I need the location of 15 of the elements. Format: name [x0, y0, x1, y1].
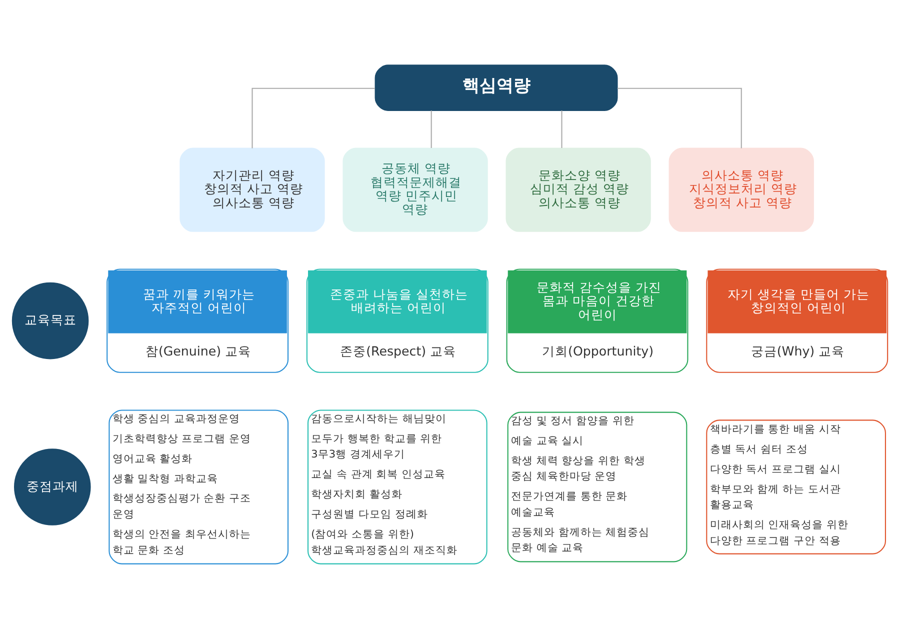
node-box: 학생 중심의 교육과정운영 기초학력향상 프로그램 운영 영어교육 활성화 생활 밀착형 과학교육 학생성장중심평가 순환 구조 운영 학생의 안전을 최우선시하는 학교 문화 조성 [108, 410, 289, 564]
connector [617, 88, 742, 148]
connector [430, 110, 432, 148]
node-box: 공동체 역량 협력적문제해결 역량 민주시민 역량 [342, 148, 488, 232]
node-circle: 중점과제 [14, 448, 91, 526]
connector [561, 110, 562, 148]
node-box: 자기관리 역량 창의적 사고 역량 의사소통 역량 [180, 148, 325, 232]
node-box: 문화소양 역량 심미적 감성 역량 의사소통 역량 [506, 148, 651, 232]
node-circle: 교육목표 [12, 282, 89, 360]
node-box: 의사소통 역량 지식정보처리 역량 창의적 사고 역량 [668, 148, 814, 232]
node-box: 핵심역량 [374, 64, 618, 111]
node-box: 감동으로시작하는 해님맞이 모두가 행복한 학교를 위한 3무3행 경계세우기 교실 속 관계 회복 인성교육 학생자치회 활성화 구성원별 다모임 정례화 (참여와 소통을 위한) 학생교육과정중심의 재조직화 [307, 410, 488, 564]
node-box: 책바라기를 통한 배움 시작 층별 독서 쉼터 조성 다양한 독서 프로그램 실시 학부모와 함께 하는 도서관 활용교육 미래사회의 인재육성을 위한 다양한 프로그램 구안 적용 [706, 420, 886, 554]
node-box: 감성 및 정서 함양을 위한 예술 교육 실시 학생 체력 향상을 위한 학생 중심 체육한마당 운영 전문가연계를 통한 문화 예술교육 공동체와 함께하는 체험중심 문화 예술 교육 [507, 412, 688, 562]
connector [252, 88, 375, 148]
